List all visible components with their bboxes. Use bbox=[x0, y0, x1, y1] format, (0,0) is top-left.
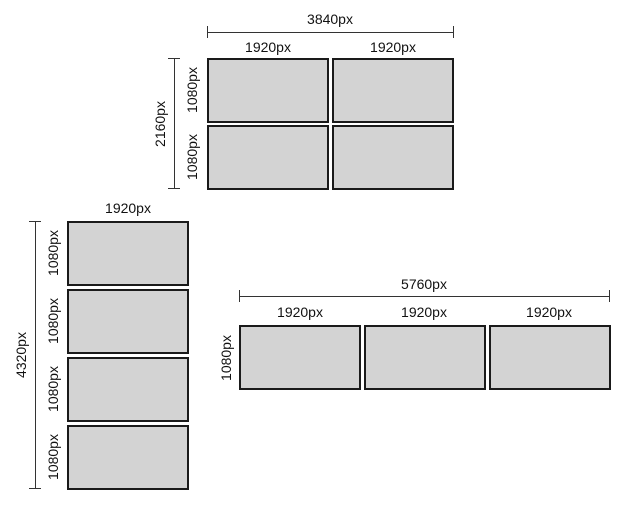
row-screen-2 bbox=[364, 325, 486, 390]
grid-height-dimension-line bbox=[174, 58, 175, 189]
stack-screen-1 bbox=[67, 221, 189, 286]
stack-column-label: 1920px bbox=[105, 200, 151, 216]
stack-row-label-2: 1080px bbox=[45, 298, 61, 344]
grid-width-tick-right bbox=[453, 26, 454, 38]
grid-row-label-1: 1080px bbox=[184, 67, 200, 113]
stack-screen-4 bbox=[67, 425, 189, 490]
stack-height-tick-bottom bbox=[29, 488, 41, 489]
row-width-dimension-line bbox=[239, 296, 610, 297]
grid-screen-top-right bbox=[332, 58, 454, 123]
row-screen-3 bbox=[489, 325, 611, 390]
grid-width-tick-left bbox=[207, 26, 208, 38]
grid-height-tick-bottom bbox=[168, 188, 180, 189]
row-width-tick-right bbox=[609, 290, 610, 302]
row-column-label-3: 1920px bbox=[526, 304, 572, 320]
grid-screen-top-left bbox=[207, 58, 329, 123]
stack-row-label-1: 1080px bbox=[45, 230, 61, 276]
stack-row-label-4: 1080px bbox=[45, 434, 61, 480]
grid-width-dimension-line bbox=[207, 32, 454, 33]
stack-row-label-3: 1080px bbox=[45, 366, 61, 412]
grid-total-height-label: 2160px bbox=[152, 101, 168, 147]
grid-column-label-2: 1920px bbox=[370, 39, 416, 55]
row-screen-1 bbox=[239, 325, 361, 390]
stack-screen-3 bbox=[67, 357, 189, 422]
grid-height-tick-top bbox=[168, 58, 180, 59]
row-total-width-label: 5760px bbox=[401, 276, 447, 292]
grid-total-width-label: 3840px bbox=[307, 11, 353, 27]
stack-total-height-label: 4320px bbox=[13, 332, 29, 378]
row-height-label: 1080px bbox=[218, 335, 234, 381]
stack-height-dimension-line bbox=[35, 221, 36, 489]
grid-row-label-2: 1080px bbox=[184, 134, 200, 180]
row-column-label-1: 1920px bbox=[277, 304, 323, 320]
stack-screen-2 bbox=[67, 289, 189, 354]
grid-screen-bottom-left bbox=[207, 125, 329, 190]
row-column-label-2: 1920px bbox=[401, 304, 447, 320]
stack-height-tick-top bbox=[29, 221, 41, 222]
grid-screen-bottom-right bbox=[332, 125, 454, 190]
grid-column-label-1: 1920px bbox=[245, 39, 291, 55]
row-width-tick-left bbox=[239, 290, 240, 302]
